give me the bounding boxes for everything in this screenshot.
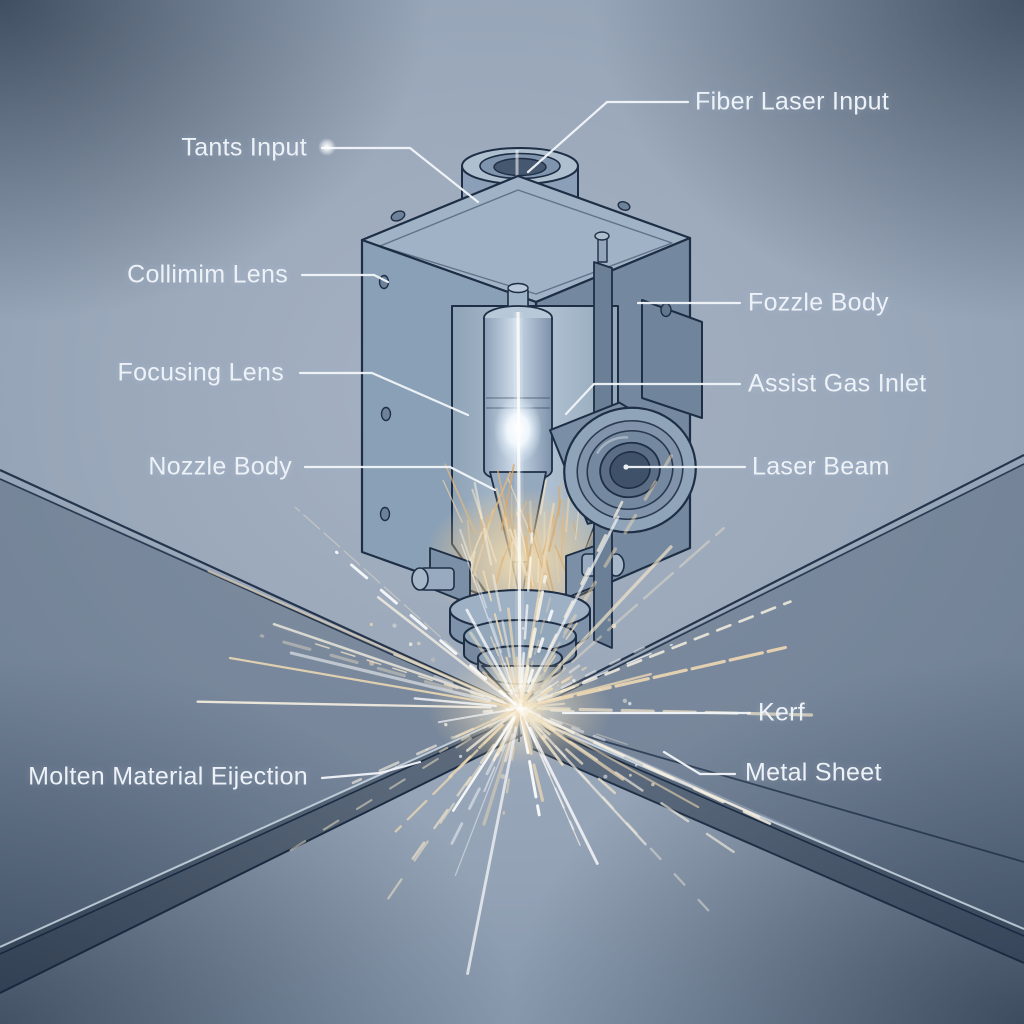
leader-focusing-lens: [298, 371, 470, 417]
leader-molten-ejection: [320, 760, 422, 780]
label-assist-gas-inlet: Assist Gas Inlet: [748, 369, 927, 398]
leader-laser-beam-tip: [623, 464, 629, 470]
label-fozzle-body: Fozzle Body: [748, 288, 889, 317]
label-tants-input: Tants Input: [181, 133, 307, 162]
leader-collimating-lens: [300, 273, 390, 284]
label-nozzle-body: Nozzle Body: [148, 452, 292, 481]
spark-streaks: [196, 454, 814, 975]
label-molten-ejection: Molten Material Eijection: [28, 762, 308, 791]
label-fiber-laser-input: Fiber Laser Input: [695, 87, 890, 116]
leader-metal-sheet: [662, 750, 737, 776]
sheet-front-edge: [526, 716, 1024, 964]
leader-assist-gas-inlet: [564, 382, 742, 416]
label-collimating-lens: Collimim Lens: [127, 260, 288, 289]
assist-gas-ring: [548, 401, 697, 534]
label-focusing-lens: Focusing Lens: [117, 358, 284, 387]
label-metal-sheet: Metal Sheet: [745, 758, 882, 787]
leader-lines: [298, 100, 752, 780]
leader-fiber-laser-input: [526, 100, 690, 174]
metal-sheet-surface: [0, 454, 1024, 948]
leader-nozzle-body: [303, 465, 497, 492]
label-laser-beam: Laser Beam: [752, 452, 890, 481]
flare-dot: [318, 138, 336, 156]
laser-beam-highlight: [513, 311, 525, 707]
kerf-channel: [0, 712, 523, 994]
leader-tants-input: [320, 146, 480, 204]
label-kerf: Kerf: [758, 698, 806, 727]
cutting-head: [360, 147, 703, 713]
